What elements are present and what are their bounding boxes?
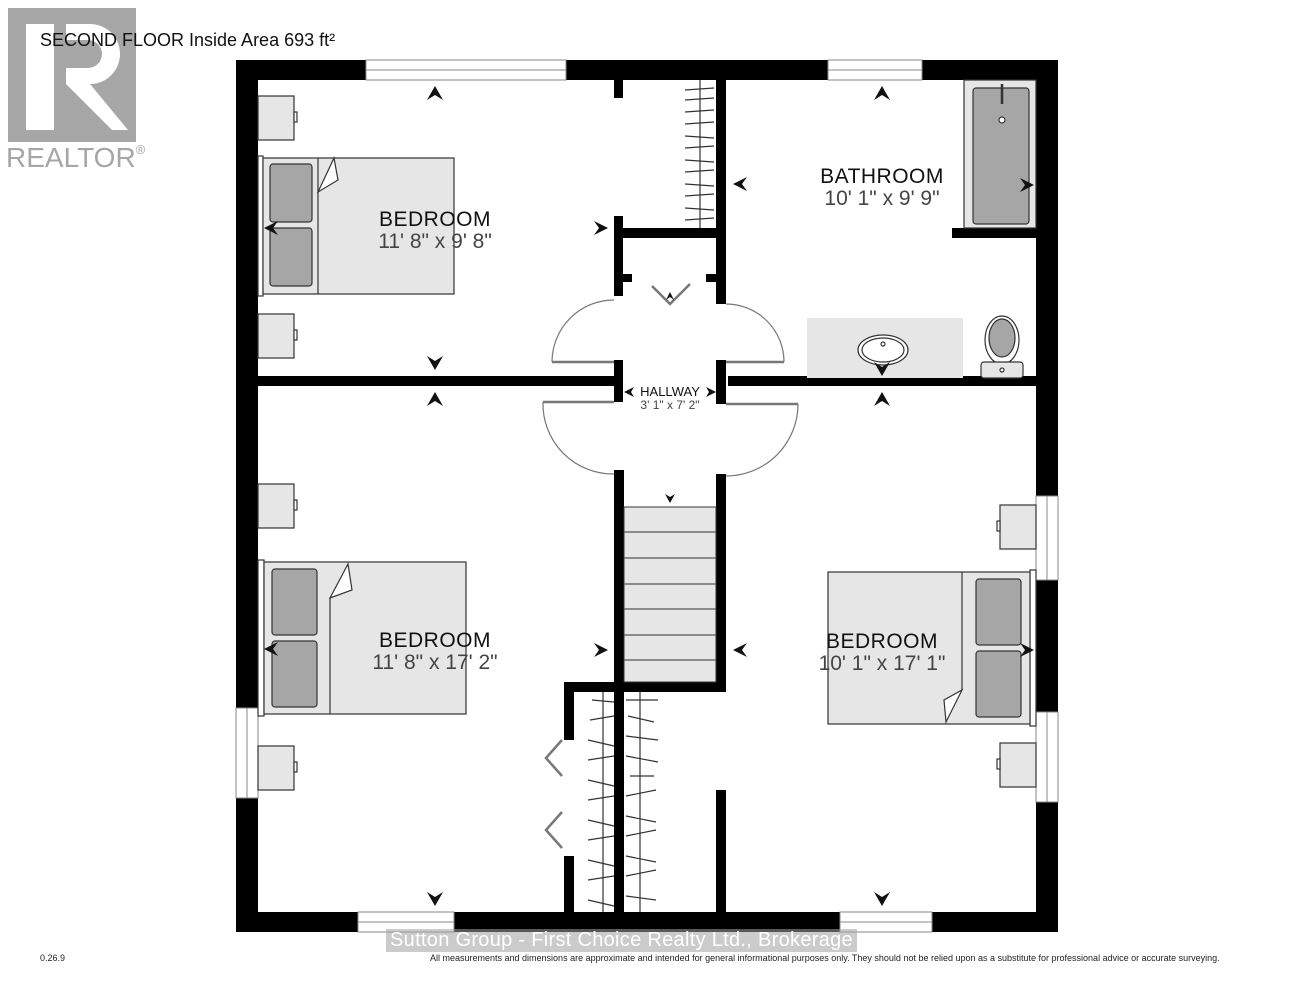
exterior-walls <box>236 60 1058 932</box>
room-name: BEDROOM <box>378 208 492 231</box>
room-label-bathroom: BATHROOM 10' 1" x 9' 9" <box>820 165 944 211</box>
room-label-bedroom-1: BEDROOM 11' 8" x 9' 8" <box>378 208 492 254</box>
direction-arrows <box>264 86 1034 906</box>
room-dimensions: 10' 1" x 9' 9" <box>824 187 940 211</box>
floor-title: SECOND FLOOR Inside Area 693 ft² <box>40 30 336 50</box>
realtor-logo-text: REALTOR® <box>6 142 146 173</box>
version-label: 0.26.9 <box>40 953 66 963</box>
brokerage-watermark: Sutton Group - First Choice Realty Ltd.,… <box>386 929 857 952</box>
stairs <box>623 506 717 683</box>
disclaimer-text: All measurements and dimensions are appr… <box>430 953 1220 963</box>
room-label-bedroom-3: BEDROOM 10' 1" x 17' 1" <box>818 630 946 676</box>
interior-walls <box>258 80 1036 912</box>
room-dimensions: 3' 1" x 7' 2" <box>640 397 700 412</box>
room-name: BEDROOM <box>378 629 492 652</box>
room-label-hallway: HALLWAY 3' 1" x 7' 2" <box>640 385 700 411</box>
closets <box>587 80 715 912</box>
windows <box>235 59 1059 933</box>
room-dimensions: 11' 8" x 9' 8" <box>378 230 492 254</box>
door-swings <box>542 283 799 849</box>
room-dimensions: 10' 1" x 17' 1" <box>818 652 946 676</box>
room-name: BEDROOM <box>825 630 938 653</box>
room-label-bedroom-2: BEDROOM 11' 8" x 17' 2" <box>372 629 498 675</box>
realtor-logo-icon <box>8 8 136 142</box>
room-dimensions: 11' 8" x 17' 2" <box>372 651 498 675</box>
furniture <box>257 79 1037 791</box>
room-name: HALLWAY <box>640 384 700 399</box>
room-name: BATHROOM <box>820 165 944 188</box>
